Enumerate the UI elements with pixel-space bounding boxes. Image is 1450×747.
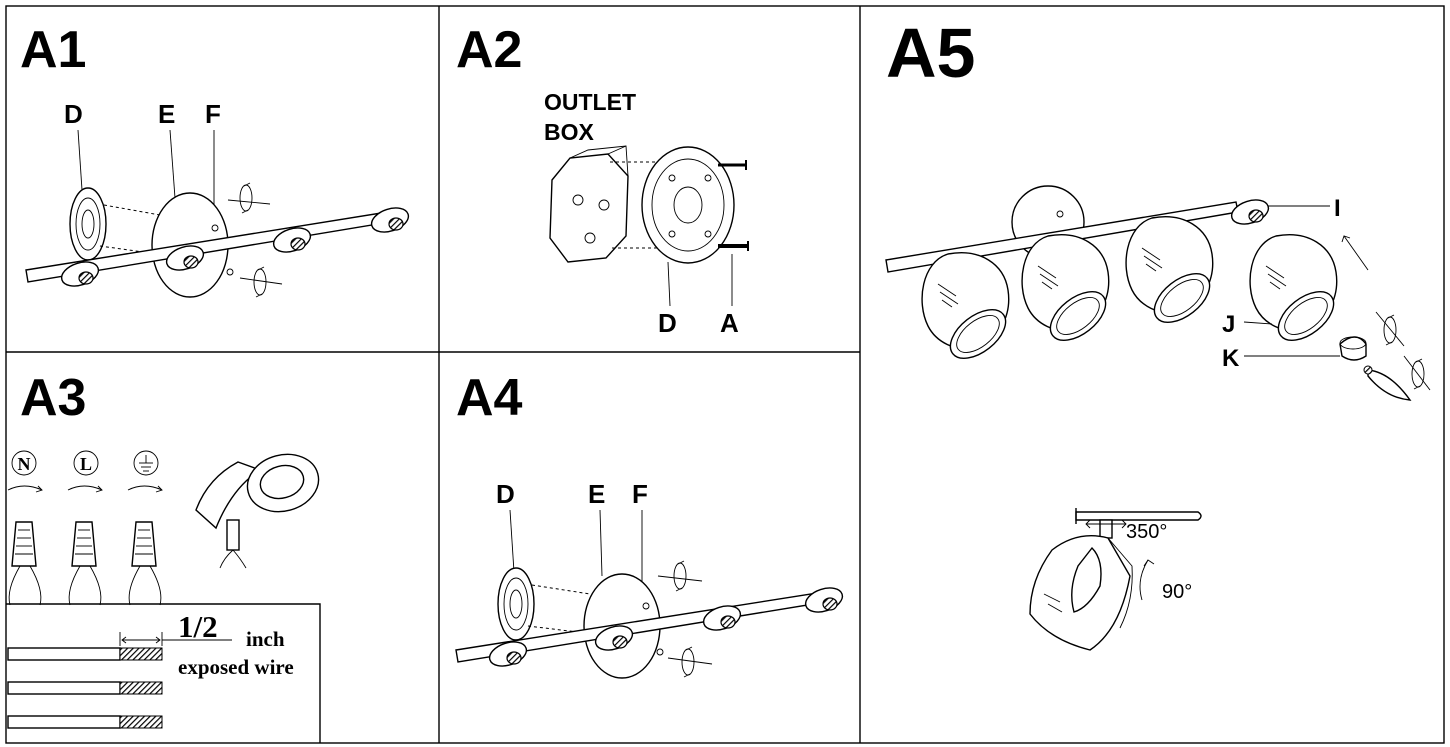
strip-length-unit: inch	[246, 627, 285, 651]
live-symbol: L	[80, 454, 92, 474]
part-label-j: J	[1222, 311, 1235, 338]
screw-icon	[718, 241, 749, 251]
shade-ring	[1339, 336, 1367, 361]
part-label-d: D	[496, 479, 515, 509]
ground-terminal-icon	[133, 450, 159, 476]
part-label-i: I	[1334, 195, 1341, 222]
glass-shade	[921, 252, 1015, 369]
mounting-plate	[497, 567, 535, 641]
insulating-tape-icon	[195, 453, 320, 530]
rotation-arrow-icon	[239, 182, 253, 214]
panel-grid	[5, 5, 1445, 744]
wire-nut-icon	[11, 521, 37, 567]
mounting-plate	[641, 146, 735, 264]
screw-icon	[718, 160, 747, 170]
wire-strip-guide	[6, 603, 321, 743]
panel-a4: A4 D E F	[455, 369, 847, 679]
rotation-vertical-label: 90°	[1162, 581, 1192, 603]
rotation-horizontal-label: 350°	[1126, 521, 1167, 543]
spot-head	[1227, 194, 1273, 230]
live-terminal-icon: L	[73, 450, 99, 476]
glass-shade	[1021, 234, 1115, 351]
part-label-f: F	[632, 479, 648, 509]
wire-end-icon	[219, 519, 247, 569]
glass-shade	[1125, 216, 1219, 333]
panel-a5: A5 I J K	[885, 14, 1431, 651]
panel-a2: A2 OUTLET BOX	[456, 21, 749, 338]
panel-title: A5	[886, 14, 975, 92]
panel-title: A4	[456, 369, 523, 427]
rotation-arrow-icon	[681, 646, 695, 678]
glass-shade	[1249, 234, 1343, 351]
outlet-box	[549, 145, 629, 263]
wire-nut-icon	[71, 521, 97, 567]
spot-bar	[455, 582, 847, 672]
neutral-terminal-icon: N	[11, 450, 37, 476]
panel-title: A2	[456, 21, 522, 79]
neutral-symbol: N	[18, 454, 31, 474]
part-label-f: F	[205, 99, 221, 129]
part-label-d: D	[658, 308, 677, 338]
strip-caption: exposed wire	[178, 655, 294, 679]
adjustment-detail	[1029, 508, 1202, 651]
part-label-k: K	[1222, 345, 1240, 372]
panel-title: A3	[20, 369, 86, 427]
part-label-d: D	[64, 99, 83, 129]
part-label-e: E	[588, 479, 605, 509]
panel-title: A1	[20, 21, 86, 79]
outlet-box-label-line1: OUTLET	[544, 89, 636, 115]
part-label-a: A	[720, 308, 739, 338]
part-label-e: E	[158, 99, 175, 129]
rotation-arrow-icon	[673, 560, 687, 592]
wire-nut-icon	[131, 521, 157, 567]
panel-a1: A1 D E F	[20, 21, 413, 298]
outlet-box-label-line2: BOX	[544, 119, 595, 145]
spot-bar	[25, 202, 413, 292]
panel-a3: A3 N L	[6, 369, 321, 743]
mounting-plate	[69, 187, 107, 261]
rotation-arrow-icon	[1383, 314, 1397, 346]
rotation-arrow-icon	[253, 266, 267, 298]
light-bulb-icon	[1363, 365, 1412, 401]
strip-length-value: 1/2	[178, 609, 218, 644]
